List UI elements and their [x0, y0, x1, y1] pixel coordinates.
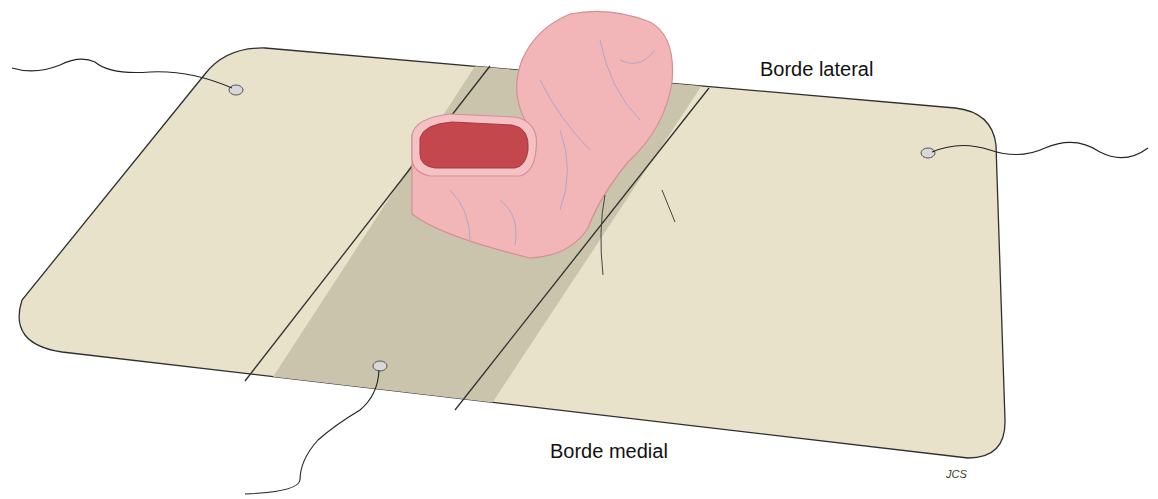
edge-label: Borde lateral — [760, 58, 873, 81]
tissue-specimen — [412, 11, 673, 258]
author-signature: JCS — [946, 468, 967, 480]
suture-thread — [601, 190, 675, 275]
edge-label: Borde medial — [550, 440, 668, 463]
